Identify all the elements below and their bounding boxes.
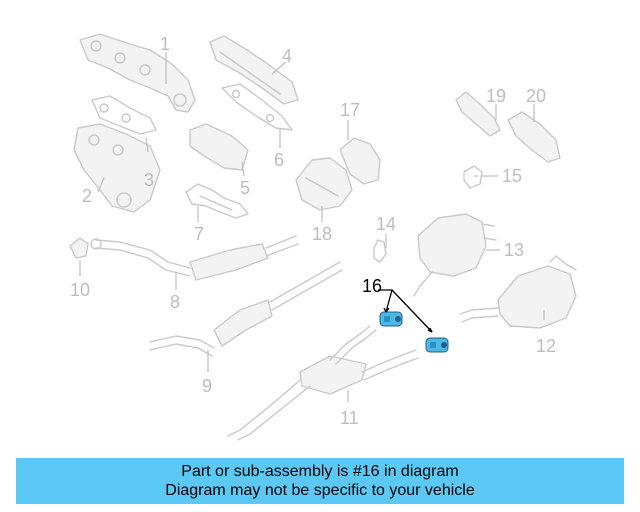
part-6-shield bbox=[221, 83, 293, 131]
part-9-front-pipe bbox=[149, 261, 343, 357]
callout-3: 3 bbox=[144, 170, 154, 190]
part-5-heat-shield bbox=[189, 123, 249, 171]
callout-5: 5 bbox=[240, 178, 250, 198]
callout-7: 7 bbox=[194, 224, 204, 244]
callout-10: 10 bbox=[70, 280, 90, 300]
callout-14: 14 bbox=[376, 214, 396, 234]
callout-9: 9 bbox=[202, 376, 212, 396]
part-1-exhaust-manifold bbox=[79, 33, 196, 113]
callout-4: 4 bbox=[282, 46, 292, 66]
callout-11: 11 bbox=[340, 408, 359, 428]
callout-1: 1 bbox=[160, 34, 170, 54]
part-20-bracket bbox=[507, 111, 561, 163]
part-12-rear-muffler bbox=[459, 255, 577, 329]
part-2-manifold bbox=[73, 123, 161, 213]
part-7-bracket bbox=[185, 183, 249, 219]
callout-19: 19 bbox=[486, 86, 506, 106]
callout-16: 16 bbox=[362, 276, 382, 296]
part-18-heat-shield bbox=[295, 157, 353, 211]
part-10-gasket bbox=[69, 237, 89, 259]
callout-2: 2 bbox=[82, 186, 92, 206]
callout-20: 20 bbox=[526, 86, 546, 106]
callout-17: 17 bbox=[340, 100, 360, 120]
callout-12: 12 bbox=[536, 336, 556, 356]
part-info-banner: Part or sub-assembly is #16 in diagram D… bbox=[16, 458, 624, 504]
callout-6: 6 bbox=[274, 150, 284, 170]
part-15-hanger bbox=[463, 165, 483, 189]
part-16-clamp-left bbox=[379, 311, 403, 327]
callout-15: 15 bbox=[502, 166, 522, 186]
part-4-heat-shield bbox=[209, 35, 299, 105]
part-11-middle-pipe bbox=[227, 325, 419, 441]
part-17-heat-shield bbox=[339, 137, 381, 185]
callout-18: 18 bbox=[312, 224, 332, 244]
part-19-bracket bbox=[455, 91, 501, 137]
callout-13: 13 bbox=[504, 240, 524, 260]
banner-disclaimer-line: Diagram may not be specific to your vehi… bbox=[165, 482, 475, 499]
leader-lines bbox=[79, 52, 545, 402]
part-14-clip bbox=[373, 239, 387, 263]
exhaust-parts-diagram: 1 2 3 4 5 6 7 8 9 10 11 12 13 14 15 16 1… bbox=[69, 33, 577, 441]
callout-labels: 1 2 3 4 5 6 7 8 9 10 11 12 13 14 15 16 1… bbox=[70, 34, 556, 428]
part-13-rear-muffler bbox=[413, 213, 497, 297]
part-8-front-pipe bbox=[90, 235, 299, 281]
part-3-gasket bbox=[91, 95, 157, 135]
banner-part-line: Part or sub-assembly is #16 in diagram bbox=[181, 463, 459, 480]
part-16-clamp-right bbox=[425, 337, 449, 353]
callout-8: 8 bbox=[170, 292, 180, 312]
